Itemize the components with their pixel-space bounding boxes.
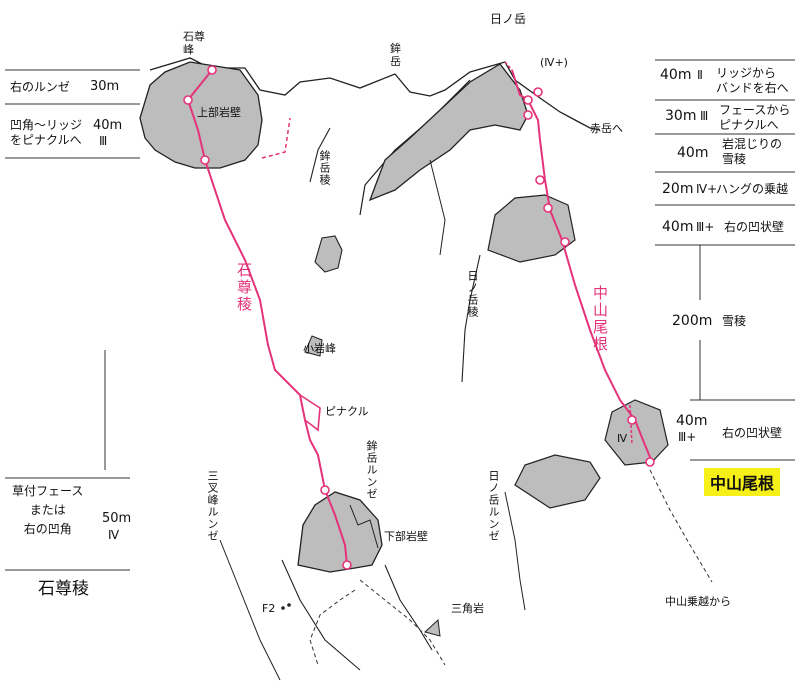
hinodake-ridge-side	[429, 159, 446, 256]
right-row-1-text: リッジから バンドを右へ	[716, 66, 789, 95]
left-row-2-text: 凹角〜リッジ をピナクルへ	[10, 118, 83, 147]
lower-wall-chimney	[349, 504, 379, 549]
right-table-title: 中山尾根	[704, 468, 781, 496]
right-row-2-length: 30m	[665, 108, 697, 124]
label-grade-top: (Ⅳ+)	[540, 56, 568, 69]
yarigatake-ridge-rock	[314, 235, 343, 273]
upper-wall-rock	[139, 61, 263, 169]
label-mitsumata-runze: 三叉峰ルンゼ	[206, 470, 219, 542]
f2-dot-2	[287, 603, 291, 607]
sekison-route	[186, 69, 348, 566]
right-row-6-text: 雪稜	[722, 314, 747, 328]
left-row-1-text: 右のルンゼ	[10, 80, 70, 94]
label-yarigatake-ridge: 鉾岳稜	[318, 150, 331, 186]
mitsumata-gully	[219, 539, 281, 681]
label-small-peak: 小岩峰	[303, 342, 336, 355]
label-from-nakayama-norikoshi: 中山乗越から	[665, 595, 731, 608]
label-yarigatake: 鉾 岳	[390, 42, 401, 68]
left-table-lines	[5, 69, 140, 571]
nakayama-route-dashed-lower	[629, 404, 633, 446]
label-hinodake-runze: 日ノ岳ルンゼ	[487, 470, 500, 542]
right-row-1-length: 40m	[660, 67, 692, 83]
left-row-2-length: 40m	[93, 118, 123, 133]
left-row-3-length: 50m	[102, 511, 132, 526]
label-f2: F2	[262, 602, 276, 615]
right-row-7-grade: Ⅲ+	[678, 430, 697, 444]
right-row-1-grade: Ⅱ	[697, 68, 703, 82]
label-sekison-ridge-route: 石尊稜	[235, 262, 253, 313]
right-row-4-text: ハングの乗越	[716, 182, 789, 196]
nakayama-route-dashed-top	[504, 61, 513, 71]
label-hinodake: 日ノ岳	[490, 12, 527, 26]
right-row-5-length: 40m	[662, 219, 694, 235]
label-sankakuiwa: 三角岩	[451, 602, 484, 615]
label-lower-wall: 下部岩壁	[384, 530, 428, 543]
label-hinodake-ridge: 日ノ岳稜	[466, 270, 479, 318]
label-upper-wall: 上部岩壁	[197, 106, 241, 119]
label-to-akadake: 赤岳へ	[590, 122, 623, 135]
right-row-4-grade: Ⅳ+	[696, 182, 718, 196]
sankakuiwa-rock	[423, 618, 441, 637]
ridge-skyline	[149, 57, 601, 131]
lower-slope-right	[384, 564, 433, 651]
left-row-1-length: 30m	[90, 79, 120, 94]
dashed-link-upper	[261, 117, 291, 159]
right-row-3-length: 40m	[677, 145, 709, 161]
left-row-3-grade: Ⅳ	[108, 528, 120, 542]
left-row-3-text: 草付フェース または 右の凹角	[12, 484, 84, 536]
nakayama-mid-rock	[487, 194, 576, 263]
f2-dot-1	[281, 606, 285, 610]
hinodake-runze-line	[504, 491, 526, 611]
approach-dashed-3	[649, 469, 713, 583]
approach-dashed-1	[309, 589, 356, 666]
hinodake-rock	[368, 63, 529, 202]
right-row-2-text: フェースから ピナクルへ	[719, 103, 791, 132]
right-row-6-length: 200m	[672, 313, 713, 329]
right-row-7-text: 右の凹状壁	[722, 426, 783, 440]
right-table-lines	[655, 59, 795, 461]
sekison-route-belays	[183, 65, 352, 570]
lower-slope-left	[281, 559, 361, 671]
label-grade-lower-iv: Ⅳ	[617, 432, 628, 445]
label-sekison-peak: 石尊 峰	[183, 30, 205, 56]
nakayama-route-belays	[523, 87, 655, 467]
label-pinnacle: ピナクル	[325, 405, 369, 418]
right-row-5-grade: Ⅲ+	[696, 220, 715, 234]
right-row-4-length: 20m	[662, 181, 694, 197]
left-table-title: 石尊稜	[38, 579, 89, 599]
right-row-2-grade: Ⅲ	[700, 109, 709, 123]
label-nakayama-ridge-route: 中山尾根	[591, 285, 609, 353]
right-row-5-text: 右の凹状壁	[724, 220, 785, 234]
approach-dashed-2	[359, 579, 446, 666]
hinodake-ridge-outline	[461, 254, 481, 383]
hinodake-runze-rock	[514, 454, 601, 509]
central-ridge-left	[309, 127, 331, 183]
label-yarigatake-runze: 鉾岳ルンゼ	[365, 440, 378, 500]
right-row-7-length: 40m	[676, 413, 708, 429]
sekison-route-pinnacle-loop	[299, 394, 321, 432]
left-row-2-grade: Ⅲ	[99, 134, 108, 148]
small-rock-pinnacle	[304, 335, 323, 357]
right-row-3-text: 岩混じりの 雪稜	[722, 137, 783, 166]
nakayama-lower-rock	[604, 399, 669, 466]
